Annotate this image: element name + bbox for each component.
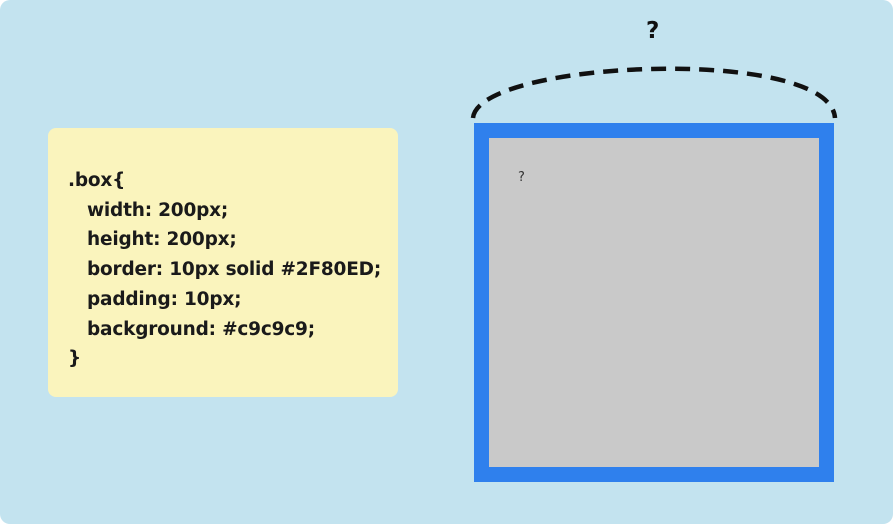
width-question-label: ? [646, 18, 660, 44]
box-content-question-label: ? [518, 170, 525, 185]
code-background-declaration: background: #c9c9c9; [87, 318, 315, 340]
code-border-declaration: border: 10px solid #2F80ED; [87, 259, 382, 281]
box-visual: ? [474, 123, 834, 482]
code-selector-close: } [68, 348, 81, 370]
code-width-declaration: width: 200px; [87, 199, 229, 221]
code-selector-open: .box{ [68, 170, 126, 191]
width-arc-path [470, 66, 838, 119]
code-padding-declaration: padding: 10px; [87, 288, 242, 310]
code-height-declaration: height: 200px; [87, 229, 237, 251]
css-code-card: .box{ width: 200px; height: 200px; borde… [48, 128, 398, 397]
